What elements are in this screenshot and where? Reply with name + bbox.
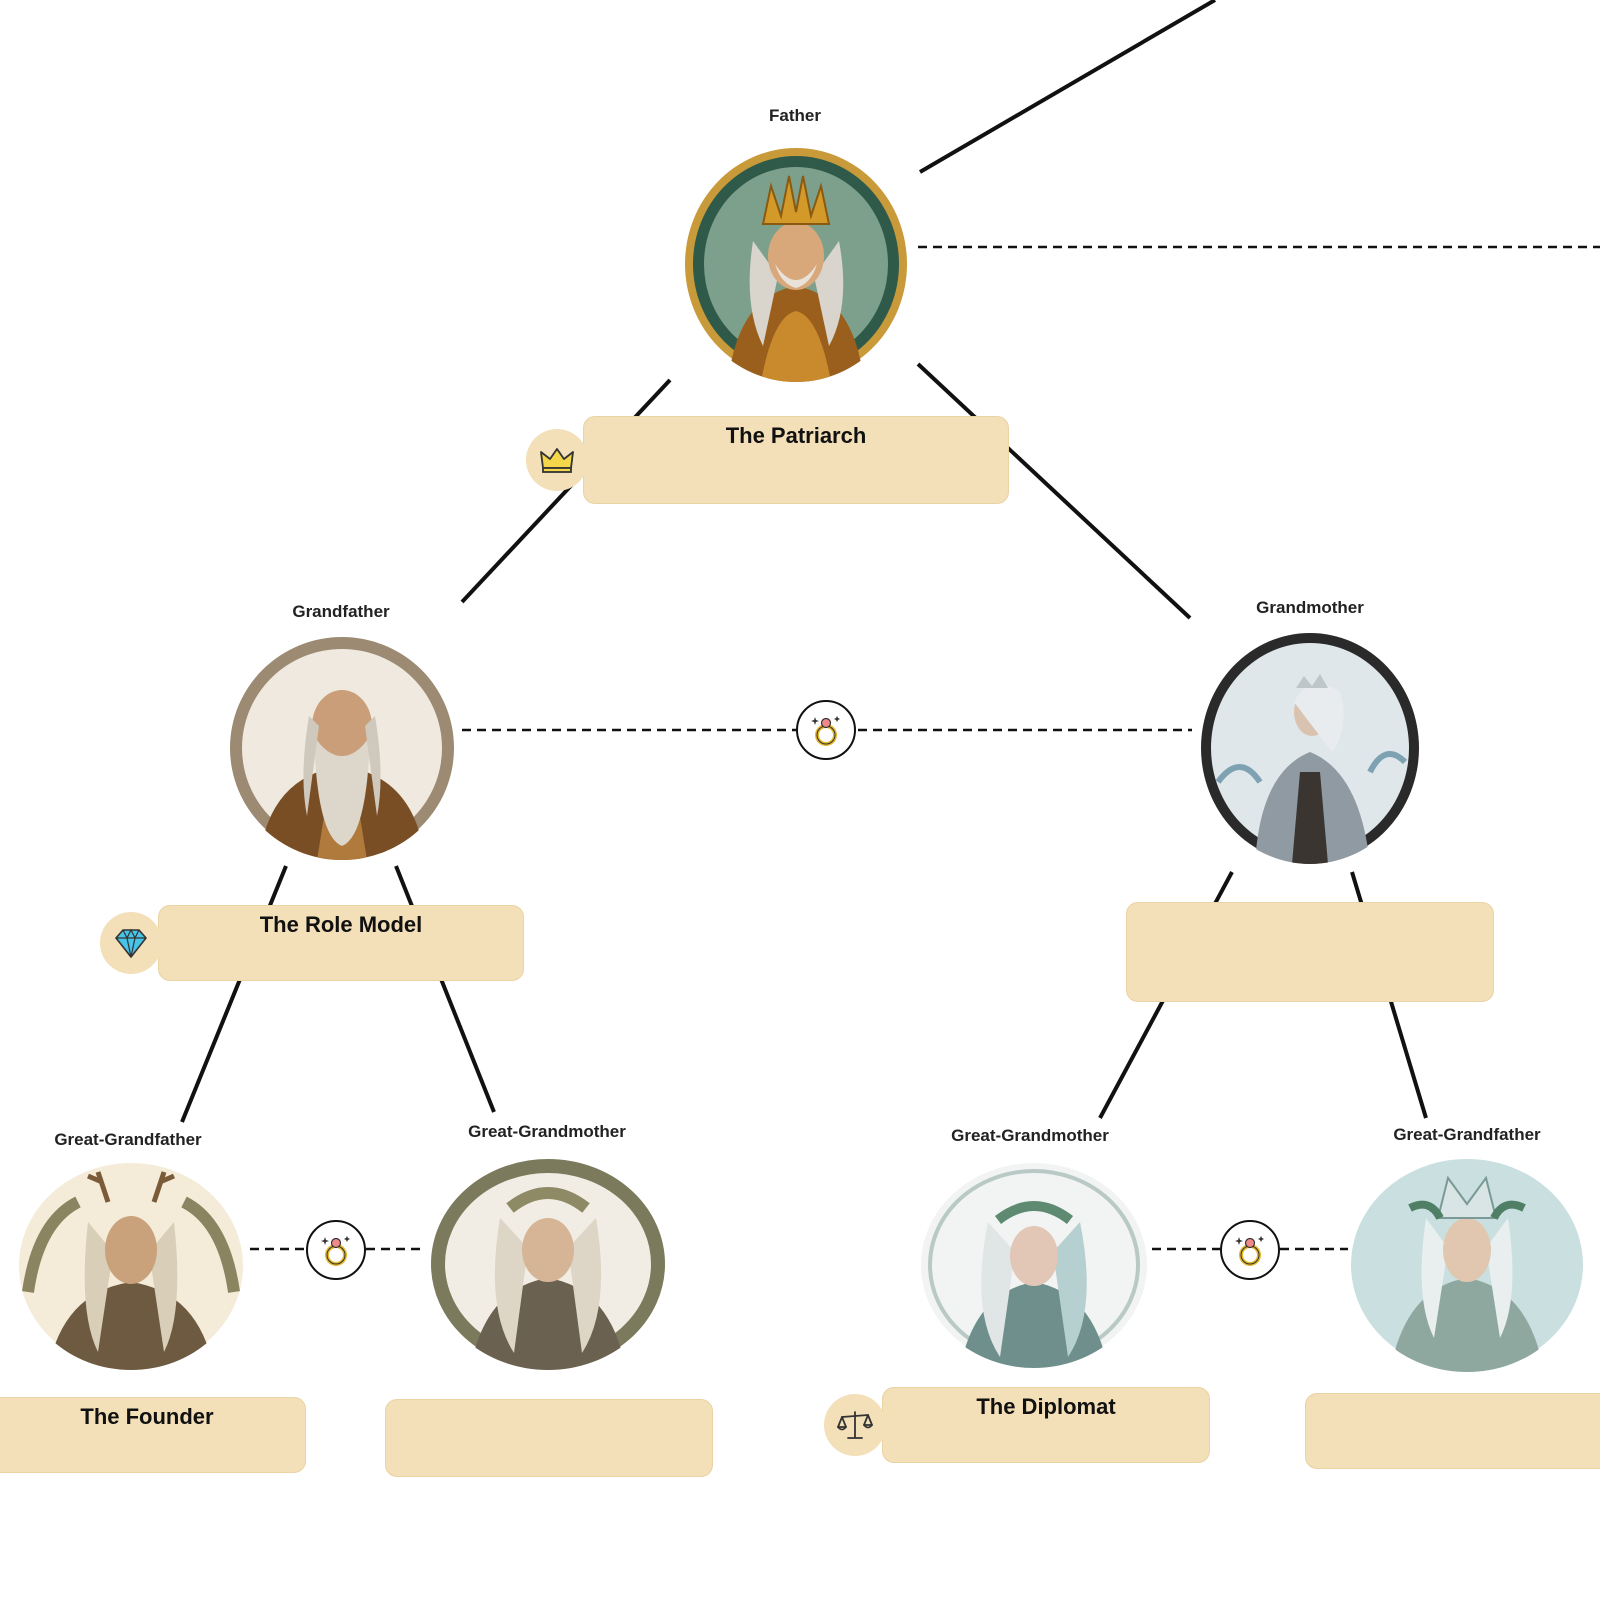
great-grandmother-left-title-card[interactable] <box>385 1399 713 1477</box>
father-title: The Patriarch <box>725 423 867 448</box>
great-grandmother-right-title-card[interactable]: The Diplomat <box>882 1387 1210 1463</box>
father-to-grandmother-line <box>916 362 1192 620</box>
grandparents-marriage-ring <box>796 700 856 760</box>
grandfather-role-label: Grandfather <box>292 602 390 621</box>
diamond-icon <box>115 928 147 958</box>
great-grandfather-right-role-label: Great-Grandfather <box>1393 1125 1541 1144</box>
grandfather-badge <box>100 912 162 974</box>
great-grandmother-right-badge <box>824 1394 886 1456</box>
great-grandfather-left-title-card[interactable]: The Founder <box>0 1397 306 1473</box>
great-grandfather-left-portrait[interactable] <box>18 1162 244 1370</box>
grandfather-title: The Role Model <box>259 912 423 937</box>
great-grandmother-right-role-label: Great-Grandmother <box>951 1126 1109 1145</box>
great-grandfather-right-title-card[interactable] <box>1305 1393 1600 1469</box>
great-grandmother-left-portrait[interactable] <box>430 1158 666 1370</box>
great-grandfather-left-role-label: Great-Grandfather <box>54 1130 202 1149</box>
great-grandfather-left-title: The Founder <box>80 1404 214 1429</box>
grandmother-portrait[interactable] <box>1200 632 1420 864</box>
grandfather-portrait[interactable] <box>229 636 455 860</box>
father-portrait[interactable] <box>683 146 909 382</box>
father-title-card[interactable]: The Patriarch <box>583 416 1009 504</box>
ring-icon <box>811 716 840 746</box>
grandmother-role-label: Grandmother <box>1256 598 1364 617</box>
great-grandmother-left-role-label: Great-Grandmother <box>468 1122 626 1141</box>
great-grandparents-left-marriage-ring <box>306 1220 366 1280</box>
great-grandfather-right-portrait[interactable] <box>1350 1158 1584 1372</box>
crown-icon <box>540 448 574 473</box>
ring-icon <box>321 1236 350 1266</box>
grandmother-title-card[interactable] <box>1126 902 1494 1002</box>
father-upstream-line <box>918 0 1217 174</box>
father-badge <box>526 429 588 491</box>
great-grandmother-right-portrait[interactable] <box>920 1162 1148 1368</box>
scales-icon <box>837 1411 873 1439</box>
grandfather-title-card[interactable]: The Role Model <box>158 905 524 981</box>
great-grandparents-right-marriage-ring <box>1220 1220 1280 1280</box>
great-grandmother-right-title: The Diplomat <box>976 1394 1116 1419</box>
father-role-label: Father <box>769 106 821 125</box>
grandfather-to-great-grandmother-line <box>394 865 496 1113</box>
ring-icon <box>1235 1236 1264 1266</box>
